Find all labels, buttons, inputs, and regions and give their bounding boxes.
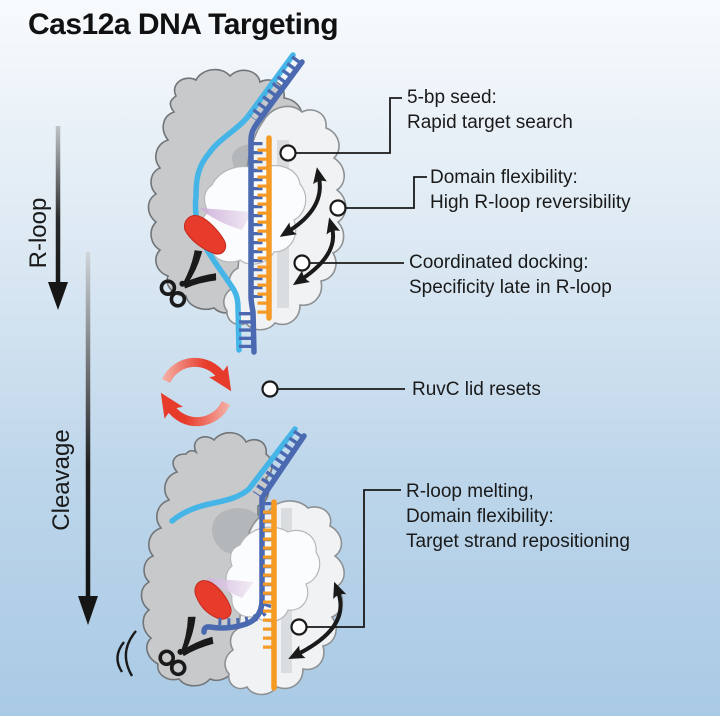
annotation-seed: 5-bp seed: Rapid target search: [407, 85, 573, 135]
recycle-arrows-icon: [160, 357, 232, 427]
ruvc-lid-icon: [183, 215, 227, 255]
annotation-line: Specificity late in R-loop: [409, 277, 612, 298]
nontarget-strand-melted: [169, 426, 298, 524]
annotation-line: Rapid target search: [407, 112, 573, 133]
rloop-axis-label: R-loop: [25, 197, 52, 269]
annotation-line: R-loop melting,: [406, 481, 534, 502]
annotation-line: RuvC lid resets: [412, 379, 541, 400]
target-strand-repositioned: [201, 433, 307, 635]
rloop-progress-arrow: [48, 126, 68, 310]
callout-dots: [261, 144, 347, 636]
figure-title: Cas12a DNA Targeting: [28, 8, 339, 41]
annotation-line: Domain flexibility:: [406, 506, 554, 527]
melt-dot: [290, 618, 308, 636]
pam-interacting-wedge: [206, 578, 254, 598]
annotation-docking: Coordinated docking: Specificity late in…: [409, 250, 612, 300]
seed-connector: [296, 97, 402, 154]
ruvc-lid-icon: [194, 580, 232, 620]
annotation-flexibility: Domain flexibility: High R-loop reversib…: [430, 165, 631, 215]
seed-dot: [279, 144, 297, 162]
pam-interacting-wedge: [200, 208, 252, 230]
callout-connectors: [278, 97, 427, 628]
cleavage-axis-label: Cleavage: [48, 429, 75, 531]
annotation-line: Domain flexibility:: [430, 167, 578, 188]
domain-flex-arrow: [288, 581, 347, 659]
melt-connector: [307, 489, 401, 628]
vibration-marks: [116, 630, 137, 677]
ruvc-dot: [261, 380, 279, 398]
annotation-ruvc: RuvC lid resets: [412, 377, 541, 402]
annotation-line: Coordinated docking:: [409, 252, 589, 273]
annotation-line: High R-loop reversibility: [430, 192, 631, 213]
dock-dot: [293, 254, 311, 272]
flex-connector: [345, 176, 427, 209]
annotation-line: Target strand repositioning: [406, 531, 630, 552]
target-strand: [248, 59, 305, 355]
annotation-melting: R-loop melting, Domain flexibility: Targ…: [406, 479, 630, 554]
cleavage-progress-arrow: [78, 252, 98, 625]
cas12a-surveillance-complex: [147, 52, 347, 355]
annotation-line: 5-bp seed:: [407, 87, 497, 108]
domain-flex-arrow-lower: [292, 217, 341, 286]
cas12a-cleavage-complex: [116, 426, 347, 696]
flex-dot: [329, 199, 347, 217]
